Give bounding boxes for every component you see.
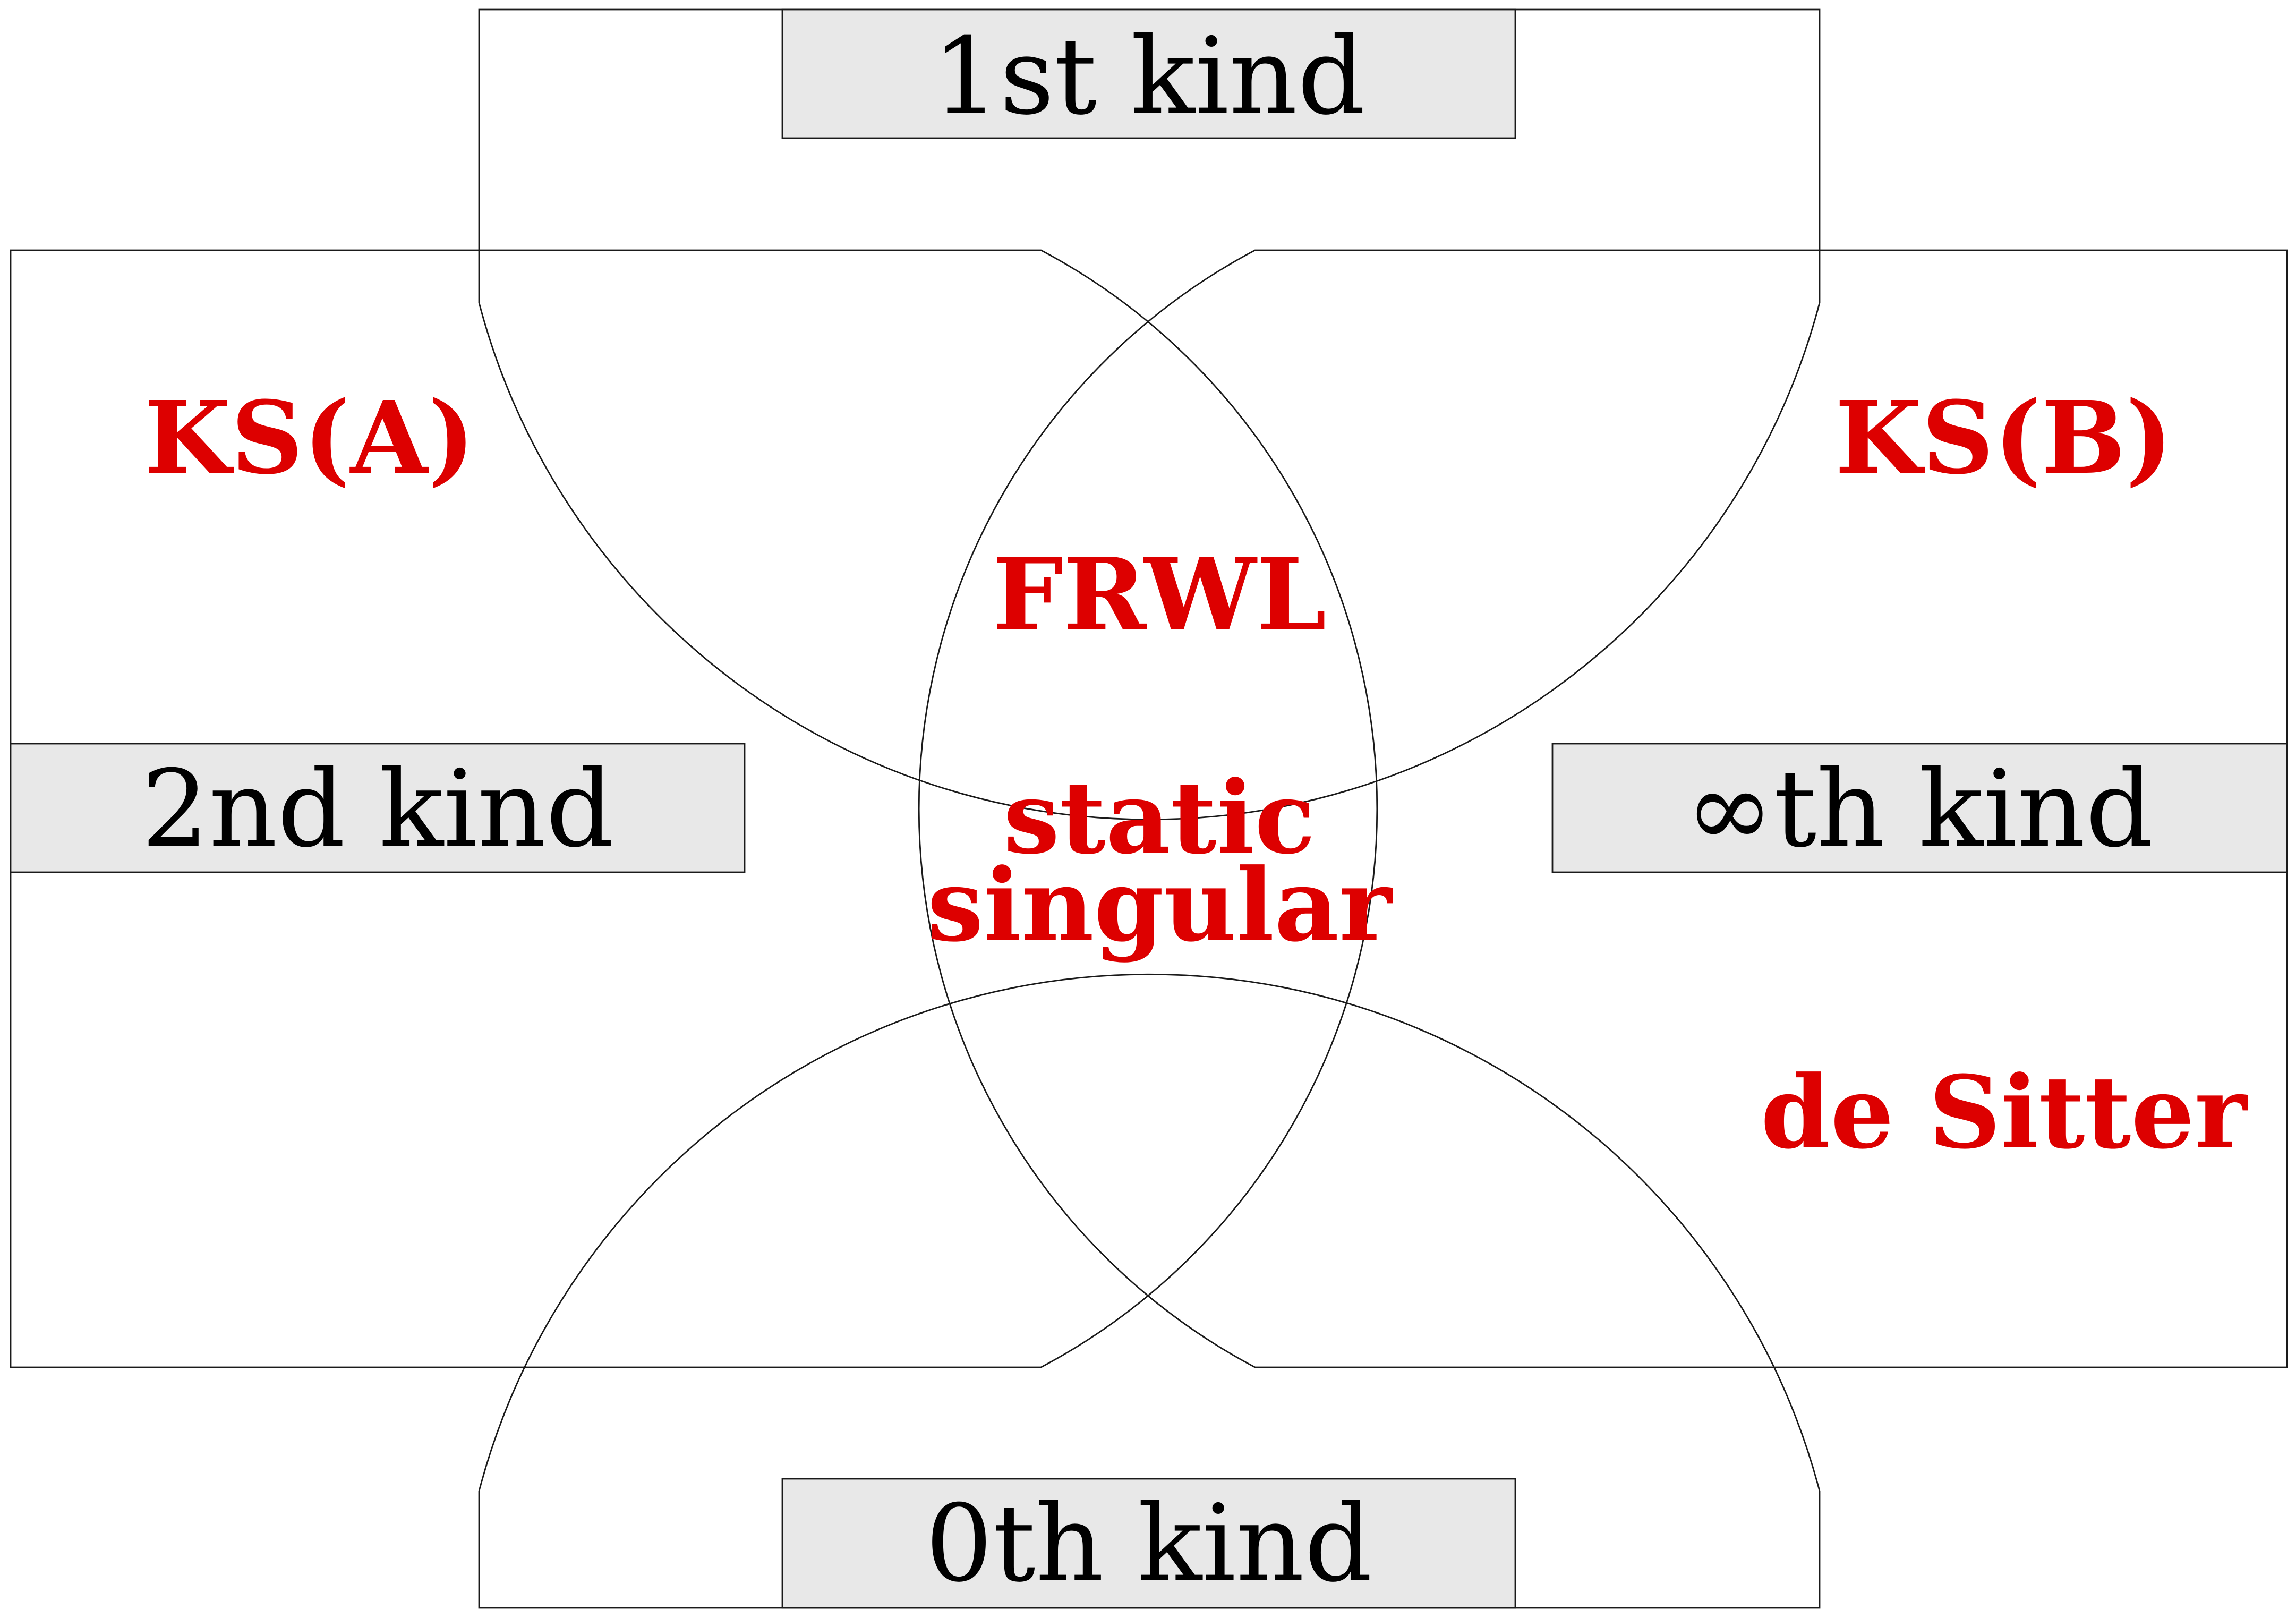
de-sitter-label: de Sitter: [1761, 1054, 2248, 1171]
first-kind-label: 1st kind: [932, 15, 1365, 139]
frwl-label: FRWL: [993, 536, 1327, 653]
ks-b-label: KS(B): [1835, 379, 2173, 497]
first-kind-box: 1st kind: [781, 8, 1516, 139]
second-kind-box: 2nd kind: [10, 743, 746, 873]
ks-a-label: KS(A): [144, 379, 475, 497]
zeroth-kind-box: 0th kind: [781, 1478, 1516, 1609]
static-singular-label-line2: singular: [927, 847, 1393, 964]
second-kind-region: [10, 249, 1378, 1368]
second-kind-label: 2nd kind: [141, 747, 614, 871]
zeroth-kind-region: [478, 973, 1821, 1609]
static-singular-label-line1: static: [1003, 759, 1315, 876]
first-kind-region: [478, 8, 1821, 821]
infinity-kind-box: ∞th kind: [1551, 743, 2288, 873]
infinity-kind-label: ∞th kind: [1685, 747, 2153, 871]
infinity-kind-region: [918, 249, 2288, 1368]
zeroth-kind-label: 0th kind: [925, 1482, 1372, 1606]
